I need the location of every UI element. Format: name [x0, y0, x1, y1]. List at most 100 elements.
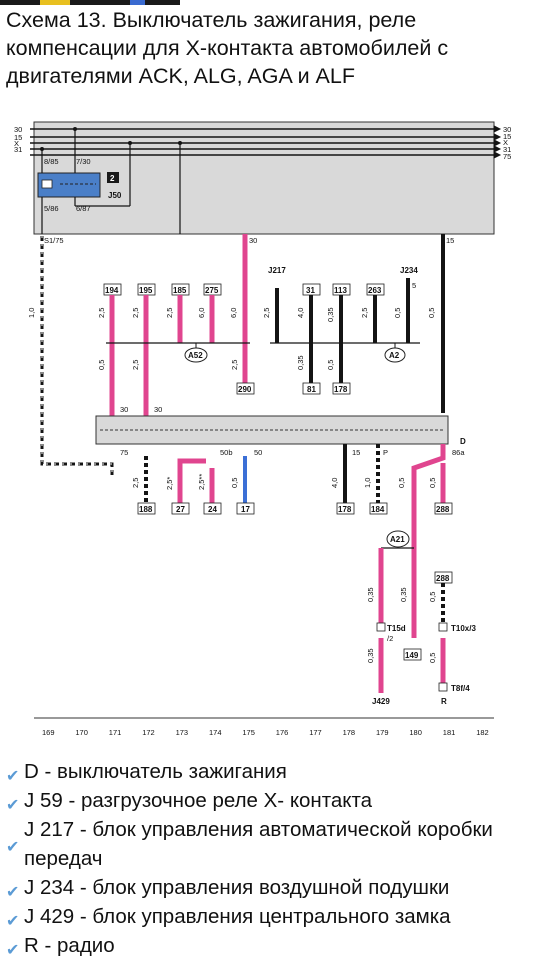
tap-label-30: 30 — [249, 236, 257, 245]
box-81: 81 — [307, 385, 316, 394]
box-27: 27 — [176, 505, 185, 514]
wire-size-8: 4,0 — [296, 308, 305, 318]
rail-label-right-75: 75 — [503, 152, 511, 161]
label-a21: A21 — [390, 535, 405, 544]
wire-size-30: 0,5 — [428, 653, 437, 663]
scale-label-181: 181 — [443, 728, 456, 737]
switch-term-30a: 30 — [120, 405, 128, 414]
wire-size-17: 0,5 — [326, 360, 335, 370]
connector-t15d: T15d — [387, 624, 406, 633]
wire-size-13: 2,5 — [131, 360, 140, 370]
switch-term-50: 50 — [254, 448, 262, 457]
label-d: D — [460, 437, 466, 446]
label-j429: J429 — [372, 697, 390, 706]
rail-label-right-x: X — [503, 138, 508, 147]
wire-size-22: 4,0 — [330, 478, 339, 488]
switch-term-75: 75 — [120, 448, 128, 457]
switch-term-86a: 86a — [452, 448, 465, 457]
check-icon: ✔ — [6, 884, 20, 901]
box-178: 178 — [334, 385, 348, 394]
wiring-diagram: 30 15 X 31 30 15 X 31 75 2 J50 8/85 7/30… — [14, 121, 511, 737]
label-j217: J217 — [268, 266, 286, 275]
box-195: 195 — [139, 286, 153, 295]
wire-size-25: 0,5 — [428, 478, 437, 488]
scale-label-182: 182 — [476, 728, 489, 737]
box-31: 31 — [306, 286, 315, 295]
check-icon: ✔ — [6, 797, 20, 814]
label-a52: A52 — [188, 351, 203, 360]
rail-label-right-30: 30 — [503, 125, 511, 134]
legend-list: ✔D - выключатель зажигания ✔J 59 - разгр… — [0, 757, 536, 960]
legend-item-d: ✔D - выключатель зажигания — [0, 757, 536, 786]
rail-label-30: 30 — [14, 125, 22, 134]
check-icon: ✔ — [6, 913, 20, 930]
box-149: 149 — [405, 651, 419, 660]
wire-size-16: 0,35 — [296, 355, 305, 370]
page-title: Схема 13. Выключатель зажигания, реле ко… — [6, 8, 449, 88]
legend-item-r: ✔R - радио — [0, 931, 536, 960]
relay-pin-5-86: 5/86 — [44, 204, 59, 213]
wire-size-19: 2,5* — [165, 477, 174, 490]
scale-label-169: 169 — [42, 728, 55, 737]
label-j234: J234 — [400, 266, 418, 275]
box-194: 194 — [105, 286, 119, 295]
wire-size-1: 1,0 — [27, 308, 36, 318]
wire-size-24: 0,5 — [397, 478, 406, 488]
relay-name: J50 — [108, 191, 122, 200]
connector-t15d-pin: /2 — [387, 634, 393, 643]
scale-label-177: 177 — [309, 728, 322, 737]
wire-size-20: 2,5** — [197, 474, 206, 490]
scale-label-176: 176 — [276, 728, 289, 737]
check-icon: ✔ — [6, 768, 20, 785]
relay-pin-8-85: 8/85 — [44, 157, 59, 166]
relay-pin-6-87: 6/87 — [76, 204, 91, 213]
wire-size-4: 2,5 — [165, 308, 174, 318]
wire-size-18: 2,5 — [131, 478, 140, 488]
rail-label-x: X — [14, 139, 19, 148]
connector-t10x: T10x/3 — [451, 624, 476, 633]
relay-pin-7-30: 7/30 — [76, 157, 91, 166]
box-263: 263 — [368, 286, 382, 295]
label-j234-pin: 5 — [412, 281, 416, 290]
box-275: 275 — [205, 286, 219, 295]
tap-label-s1-75: S1/75 — [44, 236, 64, 245]
box-288: 288 — [436, 505, 450, 514]
scale-label-170: 170 — [75, 728, 88, 737]
box-17: 17 — [241, 505, 250, 514]
box-113: 113 — [334, 286, 347, 295]
check-icon: ✔ — [6, 942, 20, 959]
relay-number: 2 — [110, 174, 115, 183]
box-185: 185 — [173, 286, 187, 295]
wire-size-29: 0,35 — [366, 648, 375, 663]
wire-size-15: 0,5 — [427, 308, 436, 318]
box-24: 24 — [208, 505, 217, 514]
wire-size-6: 6,0 — [197, 308, 206, 318]
scale-label-180: 180 — [409, 728, 422, 737]
tap-label-15: 15 — [446, 236, 454, 245]
wire-size-26: 0,35 — [366, 587, 375, 602]
rail-label-right-31: 31 — [503, 145, 511, 154]
wire-size-3: 2,5 — [131, 308, 140, 318]
wire-size-12: 0,5 — [97, 360, 106, 370]
switch-term-30b: 30 — [154, 405, 162, 414]
scale-label-179: 179 — [376, 728, 389, 737]
wire-size-10: 2,5 — [360, 308, 369, 318]
wire-size-23: 1,0 — [363, 478, 372, 488]
box-184: 184 — [371, 505, 385, 514]
rail-label-31: 31 — [14, 145, 22, 154]
wire-size-28: 0,5 — [428, 592, 437, 602]
wire-size-14: 2,5 — [230, 360, 239, 370]
label-a2: A2 — [389, 351, 400, 360]
scale-label-175: 175 — [242, 728, 255, 737]
legend-item-j429: ✔J 429 - блок управления центрального за… — [0, 902, 536, 931]
scale-label-174: 174 — [209, 728, 222, 737]
label-r: R — [441, 697, 447, 706]
legend-item-j217: ✔J 217 - блок управления автоматической … — [6, 818, 493, 870]
wire-size-7: 2,5 — [262, 308, 271, 318]
box-188: 188 — [139, 505, 153, 514]
top-image-strip — [0, 0, 536, 5]
scale-label-171: 171 — [109, 728, 122, 737]
wire-size-21: 0,5 — [230, 478, 239, 488]
switch-term-p: P — [383, 448, 388, 457]
connector-t8f: T8f/4 — [451, 684, 470, 693]
